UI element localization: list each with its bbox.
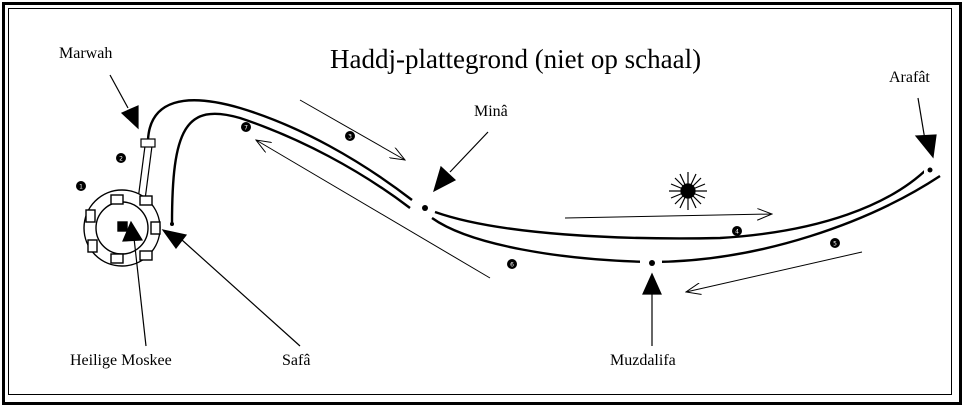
stage-marker-6: 6 bbox=[507, 259, 517, 269]
direction-arrows bbox=[256, 99, 863, 292]
stage-marker-2: 2 bbox=[116, 153, 126, 163]
stage-markers: 1 2 3 4 5 6 7 bbox=[76, 122, 840, 269]
stage-number: 3 bbox=[348, 134, 352, 141]
stage-number: 6 bbox=[510, 262, 514, 269]
stage-number: 4 bbox=[735, 229, 739, 236]
holy-mosque-icon bbox=[83, 189, 161, 267]
stage-marker-5: 5 bbox=[830, 238, 840, 248]
stage-number: 7 bbox=[244, 125, 248, 132]
label-mina: Minâ bbox=[474, 103, 508, 120]
stage-number: 5 bbox=[833, 241, 837, 248]
label-muzdalifa: Muzdalifa bbox=[610, 352, 676, 369]
stage-marker-7: 7 bbox=[241, 122, 251, 132]
stage-number: 1 bbox=[79, 184, 83, 191]
mina-dot bbox=[422, 205, 428, 211]
route-road-marwah-mina bbox=[146, 99, 413, 225]
map-title: Haddj-plattegrond (niet op schaal) bbox=[330, 44, 702, 74]
label-marwah: Marwah bbox=[59, 45, 113, 62]
label-arafat: Arafât bbox=[889, 69, 930, 86]
safa-end-dot bbox=[170, 222, 174, 226]
muzdalifa-dot bbox=[649, 260, 655, 266]
stage-number: 2 bbox=[119, 156, 123, 163]
stage-marker-3: 3 bbox=[345, 131, 355, 141]
map-inner-frame bbox=[8, 8, 952, 395]
label-heilige-moskee: Heilige Moskee bbox=[70, 352, 172, 369]
stage-marker-4: 4 bbox=[732, 226, 742, 236]
sun-icon bbox=[669, 172, 707, 210]
route-road-mina-arafat bbox=[431, 167, 941, 264]
label-safa: Safâ bbox=[282, 352, 311, 369]
stage-marker-1: 1 bbox=[76, 181, 86, 191]
arafat-dot bbox=[927, 167, 933, 173]
label-pointer-arrows bbox=[109, 74, 937, 347]
